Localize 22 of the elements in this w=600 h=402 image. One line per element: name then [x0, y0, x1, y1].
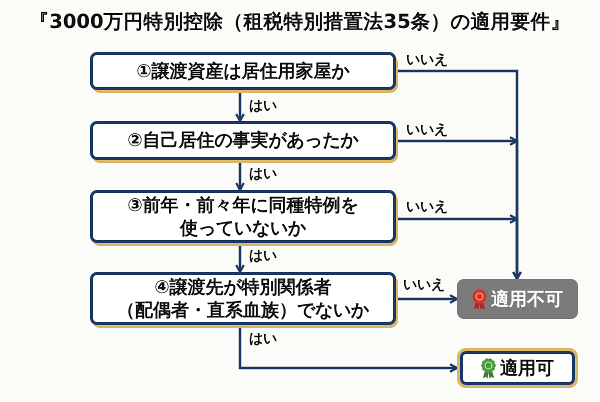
edge-label: はい: [249, 98, 277, 115]
edge-label: いいえ: [406, 52, 448, 69]
arrow: [238, 325, 458, 373]
result-box: [457, 279, 578, 319]
question-box: ③前年・前々年に同種特例を使っていないか: [90, 190, 398, 246]
edge-label: はい: [249, 248, 277, 265]
edge-label: いいえ: [406, 122, 448, 139]
edge-label: はい: [249, 331, 277, 348]
arrow: [235, 243, 245, 274]
result-text: 適用不可: [491, 288, 563, 311]
question-box: ②自己居住の事実があったか: [90, 121, 398, 163]
result-box: [457, 348, 578, 388]
edge-label: いいえ: [406, 199, 448, 216]
question-box: ①譲渡資産は居住用家屋か: [90, 52, 398, 93]
result-text: 適用可: [500, 357, 554, 380]
arrow: [235, 160, 245, 192]
edge-label: はい: [249, 166, 277, 183]
arrow: [396, 294, 458, 304]
arrow: [235, 90, 245, 122]
edge-label: いいえ: [403, 277, 445, 294]
title: 『3000万円特別控除（租税特別措置法35条）の適用要件』: [28, 9, 572, 35]
question-box: ④譲渡先が特別関係者（配偶者・直系血族）でないか: [90, 272, 398, 328]
